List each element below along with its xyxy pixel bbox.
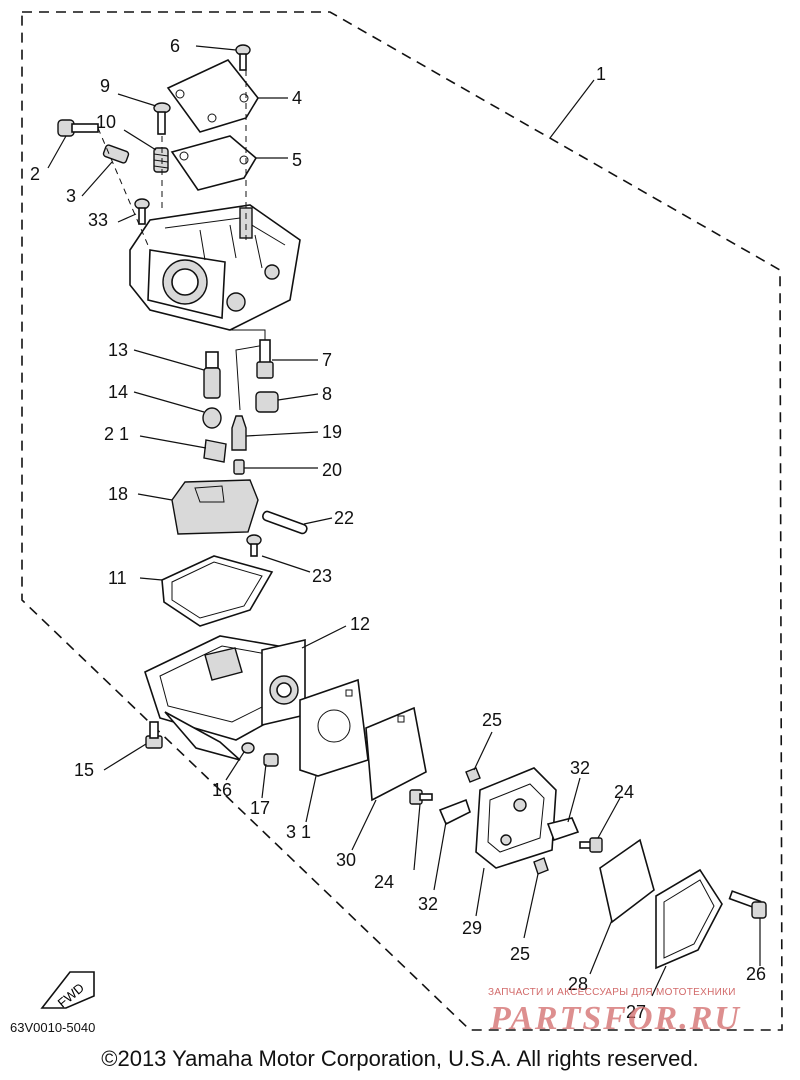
callout-7: 7 [322, 350, 332, 370]
part-valve-32-left [438, 798, 471, 826]
part-main-nozzle [203, 351, 221, 399]
diagram-code: 63V0010-5040 [10, 1020, 96, 1035]
part-float [171, 479, 259, 535]
callout-11: 11 [108, 568, 127, 588]
part-spring-10 [153, 147, 169, 173]
callout-17: 17 [250, 798, 270, 818]
part-gasket-28 [599, 838, 655, 924]
part-float-bowl-gasket [161, 555, 274, 627]
callout-13: 13 [108, 340, 128, 360]
callout-24-left: 24 [374, 872, 394, 892]
part-screw-24-left [409, 789, 433, 805]
part-cover-plate [166, 59, 259, 133]
callout-19: 19 [322, 422, 342, 442]
callout-25-upper: 25 [482, 710, 502, 730]
part-float-chamber [144, 635, 306, 761]
callout-20: 20 [322, 460, 342, 480]
callout-2: 2 [30, 164, 40, 184]
callout-14: 14 [108, 382, 128, 402]
part-screw-20 [233, 459, 245, 475]
assembly-boundary [21, 11, 783, 1031]
part-screw-6 [235, 44, 251, 71]
callout-8: 8 [322, 384, 332, 404]
callout-33: 33 [88, 210, 108, 230]
callout-32-right: 32 [570, 758, 590, 778]
part-clip [203, 439, 227, 463]
callout-6: 6 [170, 36, 180, 56]
part-spring-3 [102, 144, 130, 164]
callout-30: 30 [336, 850, 356, 870]
part-float-pin [262, 510, 308, 535]
callout-25-lower: 25 [510, 944, 530, 964]
callout-9: 9 [100, 76, 110, 96]
callout-24-right: 24 [614, 782, 634, 802]
part-screw-9 [153, 102, 171, 135]
callout-4: 4 [292, 88, 302, 108]
callout-3: 3 [66, 186, 76, 206]
callouts: 1 2 3 4 5 6 7 8 9 10 11 12 13 14 15 16 1… [30, 36, 766, 1022]
part-gasket-30 [365, 706, 427, 802]
callout-32-left: 32 [418, 894, 438, 914]
part-pilot-screw [57, 119, 99, 137]
part-nut-25-lower [533, 857, 549, 875]
part-carburetor-body [129, 204, 301, 331]
watermark-tagline: ЗАПЧАСТИ И АКСЕССУАРЫ ДЛЯ МОТОТЕХНИКИ [488, 987, 736, 998]
part-bolt-26 [728, 890, 767, 919]
part-screw-23 [246, 534, 262, 557]
callout-1: 1 [596, 64, 606, 84]
part-fuel-pump-body [475, 767, 557, 869]
callout-5: 5 [292, 150, 302, 170]
watermark-logo-text: PARTSFOR.RU [489, 1000, 741, 1037]
part-pump-cover [655, 868, 723, 970]
callout-28: 28 [568, 974, 588, 994]
callout-23: 23 [312, 566, 332, 586]
part-screw-33 [134, 198, 150, 225]
callout-27: 27 [626, 1002, 646, 1022]
fwd-arrow-icon: FWD [40, 971, 95, 1011]
watermark-logo: PARTSFOR.RU [489, 1000, 741, 1037]
callout-26: 26 [746, 964, 766, 984]
callout-22: 22 [334, 508, 354, 528]
part-drain-screw [145, 721, 163, 749]
part-needle-valve [231, 415, 247, 451]
callout-21: 2 1 [104, 424, 129, 444]
copyright-footer: ©2013 Yamaha Motor Corporation, U.S.A. A… [101, 1046, 699, 1071]
callout-10: 10 [96, 112, 116, 132]
leader-lines [47, 45, 761, 997]
part-o-ring [241, 742, 255, 754]
callout-12: 12 [350, 614, 370, 634]
part-screw-24-right [579, 837, 603, 853]
part-gasket-upper [170, 135, 258, 191]
part-plug-8 [255, 391, 279, 413]
part-screw-17 [263, 753, 279, 767]
part-main-jet [202, 407, 222, 429]
callout-31: 3 1 [286, 822, 311, 842]
part-gasket-31 [299, 678, 369, 777]
callout-29: 29 [462, 918, 482, 938]
callout-18: 18 [108, 484, 128, 504]
callout-15: 15 [74, 760, 94, 780]
callout-16: 16 [212, 780, 232, 800]
part-nut-25-upper [465, 767, 481, 783]
part-valve-32-right [546, 817, 580, 842]
part-pilot-jet [256, 339, 274, 379]
